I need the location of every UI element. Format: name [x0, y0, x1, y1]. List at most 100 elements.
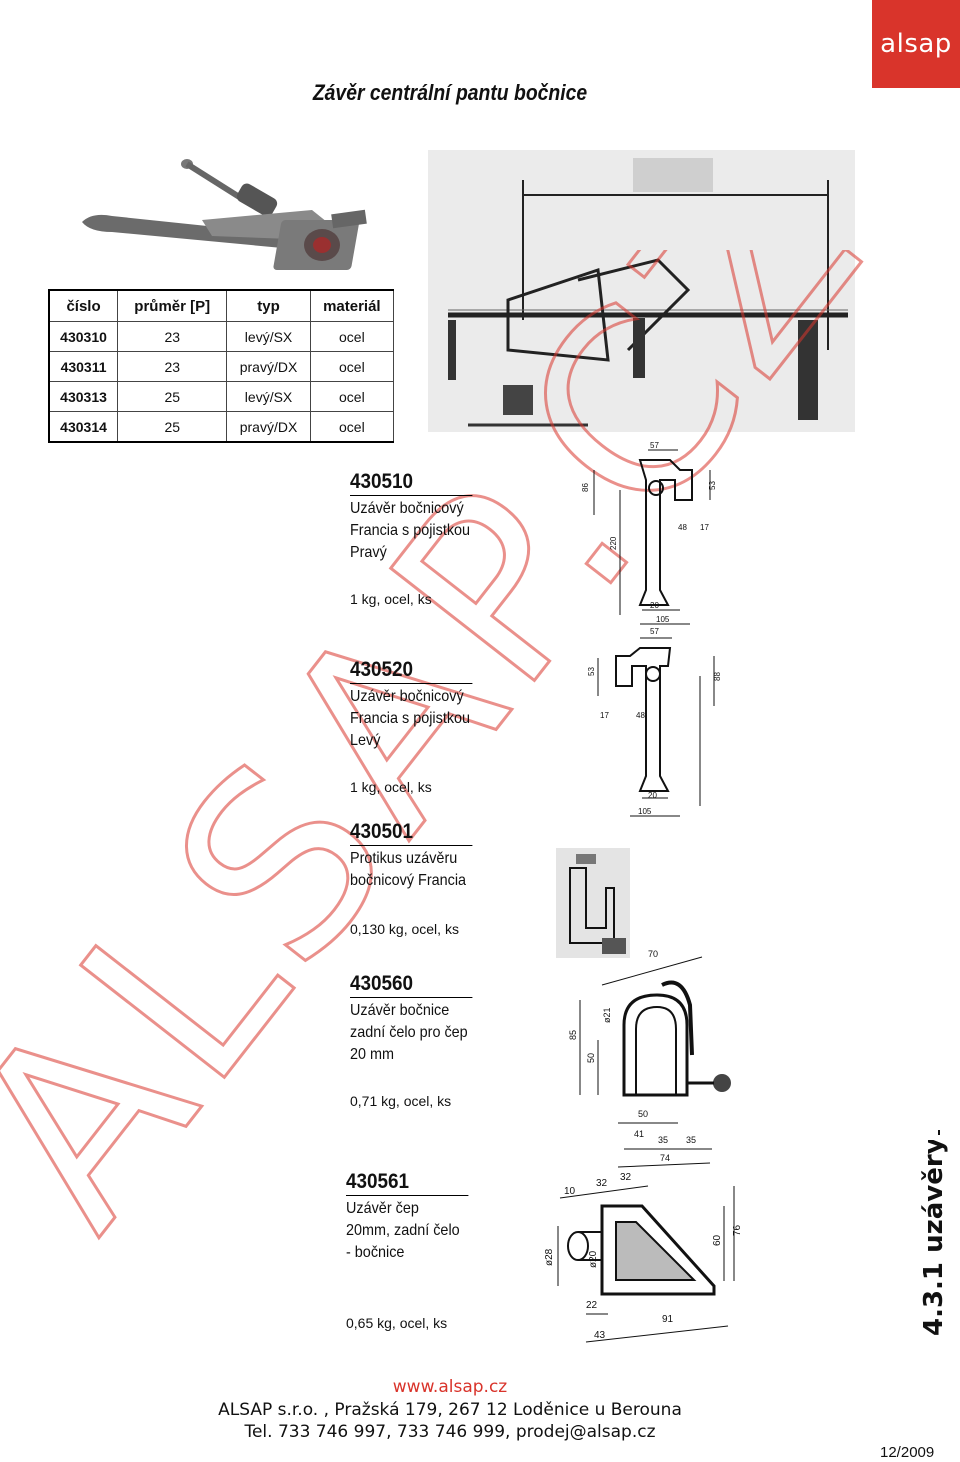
cell-diameter: 23	[117, 351, 227, 382]
product-430510: 430510 Uzávěr bočnicový Francia s pojist…	[350, 470, 550, 607]
product-desc-line: Francia s pojistkou	[350, 710, 471, 727]
page-title: Závěr centrální pantu bočnice	[312, 80, 588, 105]
dim-label: 91	[662, 1314, 674, 1325]
dim-label: 57	[650, 441, 659, 450]
product-desc-line: Pravý	[350, 544, 387, 561]
table-header-row: číslo průměr [P] typ materiál	[48, 289, 395, 322]
product-desc-line: Uzávěr bočnicový	[350, 500, 464, 517]
lock-left-drawing: 57 53 88 17 48 20 105	[587, 627, 722, 817]
section-side-label: 4.3.1 uzávěry	[919, 1140, 949, 1336]
dim-label: 220	[609, 536, 618, 550]
product-code: 430501	[350, 820, 473, 846]
pin-lock-drawing: 10 32 32 ø28 ø20 60 76 22 43 91	[544, 1172, 743, 1343]
product-weight: 1 kg, ocel, ks	[350, 779, 432, 795]
dim-label: 74	[660, 1153, 670, 1163]
header-cislo: číslo	[48, 289, 118, 322]
product-430501: 430501 Protikus uzávěru bočnicový Franci…	[350, 820, 550, 937]
cell-material: ocel	[309, 321, 395, 352]
header-typ: typ	[226, 289, 311, 322]
dim-label: 35	[686, 1135, 696, 1145]
product-430560: 430560 Uzávěr bočnice zadní čelo pro čep…	[350, 972, 550, 1109]
footer-address: ALSAP s.r.o. , Pražská 179, 267 12 Loděn…	[218, 1400, 682, 1420]
section-label-text: 4.3.1 uzávěry	[919, 1140, 949, 1336]
spec-table: číslo průměr [P] typ materiál 430310 23 …	[48, 289, 395, 443]
product-code: 430560	[350, 972, 473, 998]
header-material: materiál	[309, 289, 395, 322]
dim-label: 70	[648, 949, 658, 959]
cell-material: ocel	[309, 411, 395, 443]
cell-code: 430310	[48, 321, 118, 352]
section-divider	[938, 1130, 940, 1135]
product-desc-line: Uzávěr čep	[346, 1200, 419, 1217]
dim-label: 10	[564, 1186, 576, 1197]
cell-code: 430313	[48, 381, 118, 412]
product-weight: 0,130 kg, ocel, ks	[350, 921, 459, 937]
product-430520: 430520 Uzávěr bočnicový Francia s pojist…	[350, 658, 550, 795]
dim-label: 53	[708, 481, 717, 490]
footer-date: 12/2009	[880, 1444, 935, 1461]
dim-label: 105	[638, 807, 652, 816]
cell-diameter: 25	[117, 381, 227, 412]
dim-label: 57	[650, 627, 659, 636]
alsap-logo: alsap	[872, 0, 960, 88]
dim-label: 17	[600, 711, 609, 720]
dim-label: 20	[648, 791, 657, 800]
table-row: 430311 23 pravý/DX ocel	[48, 351, 395, 382]
cell-diameter: 23	[117, 321, 227, 352]
cell-type: levý/SX	[226, 381, 311, 412]
product-desc-line: Levý	[350, 732, 381, 749]
dim-label: 50	[586, 1053, 596, 1063]
cell-type: pravý/DX	[226, 411, 311, 443]
hinge-lock-drawing	[428, 150, 855, 432]
product-weight: 1 kg, ocel, ks	[350, 591, 432, 607]
dim-label: 41	[634, 1129, 644, 1139]
product-desc-line: Francia s pojistkou	[350, 522, 471, 539]
hinge-lock-photo	[82, 159, 367, 270]
logo-text: alsap	[880, 29, 952, 59]
footer-contact: Tel. 733 746 997, 733 746 999, prodej@al…	[244, 1422, 656, 1442]
dim-label: 105	[656, 615, 670, 624]
table-row: 430310 23 levý/SX ocel	[48, 321, 395, 352]
dim-label: 48	[636, 711, 645, 720]
cell-code: 430311	[48, 351, 118, 382]
product-desc-line: 20mm, zadní čelo	[346, 1222, 460, 1239]
product-430561: 430561 Uzávěr čep 20mm, zadní čelo - boč…	[346, 1170, 546, 1331]
product-code: 430520	[350, 658, 473, 684]
lock-right-drawing: 57 86 53 48 17 220 20 105	[581, 441, 717, 625]
dim-label: ø21	[602, 1007, 612, 1023]
product-desc-line: Protikus uzávěru	[350, 850, 458, 867]
dim-label: 22	[586, 1300, 598, 1311]
table-row: 430314 25 pravý/DX ocel	[48, 411, 395, 443]
dim-label: 86	[581, 483, 590, 492]
cell-material: ocel	[309, 381, 395, 412]
dim-label: 85	[568, 1030, 578, 1040]
dim-label: 32	[620, 1172, 632, 1183]
dim-label: 43	[594, 1330, 606, 1341]
cell-material: ocel	[309, 351, 395, 382]
header-prumer: průměr [P]	[117, 289, 227, 322]
dim-label: 32	[596, 1178, 608, 1189]
dim-label: 88	[713, 672, 722, 681]
product-code: 430510	[350, 470, 473, 496]
dim-label: 50	[638, 1109, 648, 1119]
product-weight: 0,65 kg, ocel, ks	[346, 1315, 448, 1331]
dim-label: 60	[712, 1234, 723, 1246]
dim-label: 35	[658, 1135, 668, 1145]
cell-diameter: 25	[117, 411, 227, 443]
rear-lock-drawing: 70 85 50 ø21 50 41 35 35 74	[568, 949, 731, 1168]
dim-label: 76	[732, 1224, 743, 1236]
dim-label: 48	[678, 523, 687, 532]
product-desc-line: 20 mm	[350, 1046, 395, 1063]
cell-code: 430314	[48, 411, 118, 443]
product-desc-line: - bočnice	[346, 1244, 405, 1261]
footer-url-link[interactable]: www.alsap.cz	[392, 1377, 508, 1397]
dim-label: 53	[587, 667, 596, 676]
table-row: 430313 25 levý/SX ocel	[48, 381, 395, 412]
product-desc-line: Uzávěr bočnicový	[350, 688, 464, 705]
product-desc-line: bočnicový Francia	[350, 872, 467, 889]
product-weight: 0,71 kg, ocel, ks	[350, 1093, 452, 1109]
product-desc-line: Uzávěr bočnice	[350, 1002, 450, 1019]
dim-label: ø28	[544, 1248, 555, 1266]
product-code: 430561	[346, 1170, 469, 1196]
dim-label: 17	[700, 523, 709, 532]
